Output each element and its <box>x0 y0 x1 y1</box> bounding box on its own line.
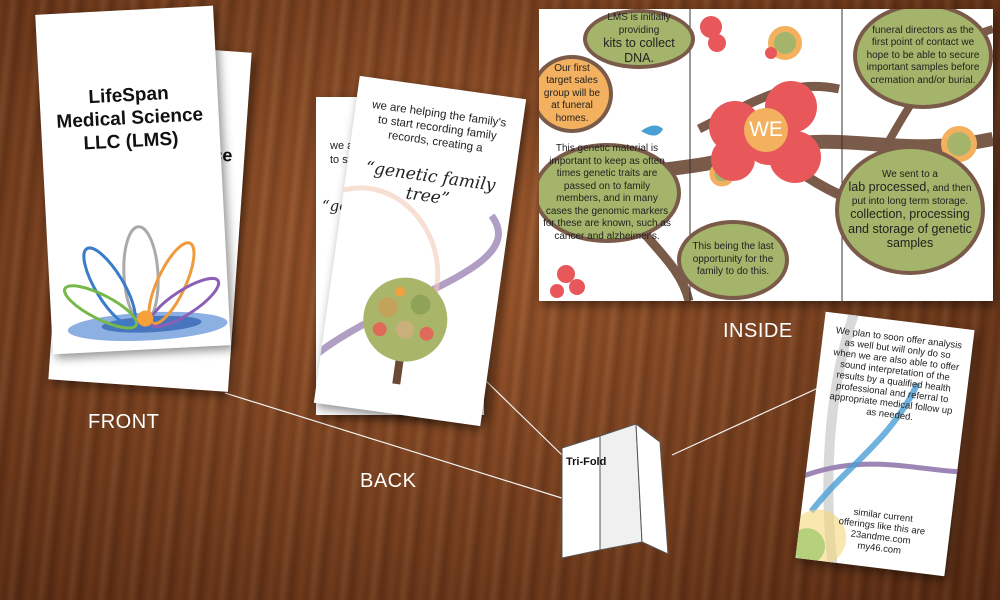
right-card-text: We plan to soon offer analysis as well b… <box>828 325 963 424</box>
caption-inside: INSIDE <box>723 320 793 342</box>
leaf-lab-text-b: and then put into long term storage. <box>851 183 972 207</box>
leaf-funeral-homes-text: Our first target sales group will be at … <box>543 62 601 124</box>
leaf-genetic-material: This genetic material is important to ke… <box>539 143 681 243</box>
family-tree-icon <box>363 277 448 385</box>
center-we: WE <box>749 118 783 141</box>
back-behind-text-2: to st <box>330 154 351 166</box>
back-brochure: we are helping the family's to start rec… <box>313 75 527 427</box>
right-brochure-panel: We plan to soon offer analysis as well b… <box>795 311 975 577</box>
leaf-last-opportunity: This being the last opportunity for the … <box>677 220 789 300</box>
right-card-decoration <box>795 311 975 576</box>
leaf-lab-text-a: We sent to a <box>882 168 938 180</box>
trifold-diagram-icon <box>561 422 669 559</box>
leaf-funeral-directors-text: funeral directors as the first point of … <box>866 24 980 86</box>
back-behind-text-1: we a <box>330 140 354 152</box>
leaf-lab-text-c: collection, processing and storage of ge… <box>848 207 972 250</box>
leaf-genetic-material-text: This genetic material is important to ke… <box>543 143 671 242</box>
leaf-dna-kits-text: LMS is initially providing <box>607 12 671 36</box>
caption-back: BACK <box>360 470 417 492</box>
trifold-label: Tri-Fold <box>566 456 607 468</box>
leaf-last-opportunity-text: This being the last opportunity for the … <box>692 241 774 278</box>
leaf-funeral-homes: Our first target sales group will be at … <box>539 55 613 133</box>
caption-front: FRONT <box>88 411 160 433</box>
front-brochure: LifeSpan Medical Science LLC (LMS) <box>35 5 231 355</box>
leaf-lab-emphasis: lab processed, <box>848 180 930 194</box>
leaf-dna-kits-emphasis: kits to collect DNA. <box>603 36 675 65</box>
lotus-logo-icon <box>63 225 228 342</box>
leaf-funeral-directors: funeral directors as the first point of … <box>853 9 993 109</box>
front-brochure-title: LifeSpan Medical Science LLC (LMS) <box>55 83 204 155</box>
